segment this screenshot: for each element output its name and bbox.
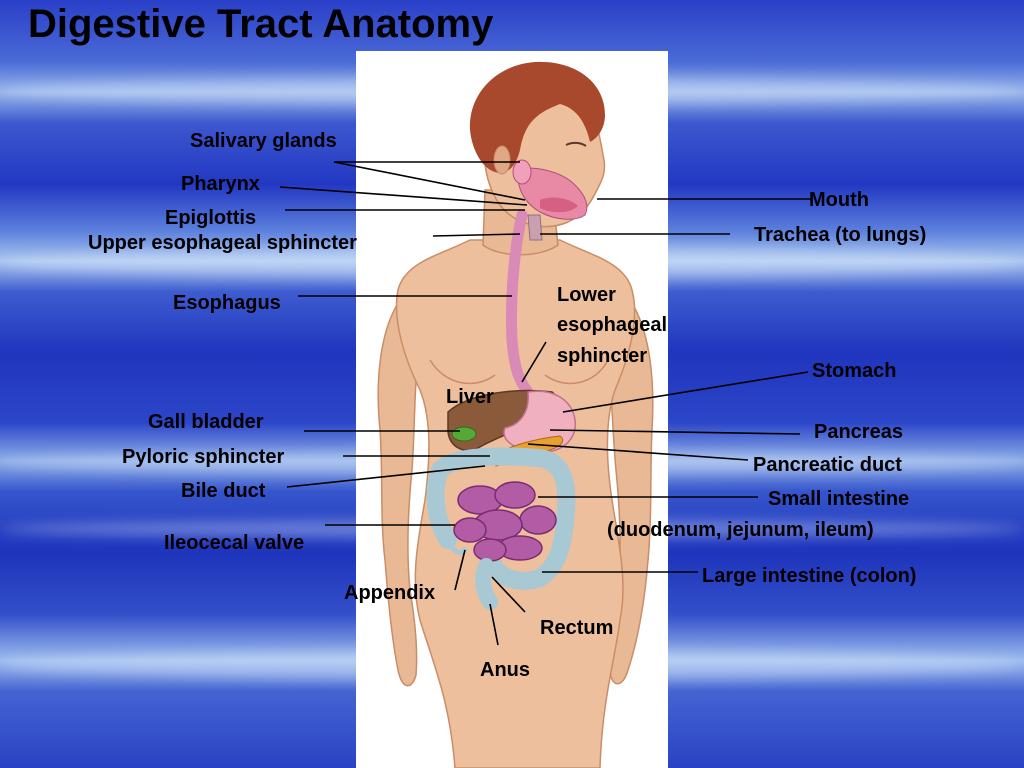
gall-bladder — [451, 426, 477, 442]
leader-line-rectum — [491, 576, 526, 613]
label-mouth: Mouth — [809, 189, 869, 211]
chest-contour — [544, 359, 609, 385]
label-lower-esophageal-sphincter-line2: esophageal — [557, 314, 668, 336]
eye — [565, 141, 587, 147]
label-pancreatic-duct: Pancreatic duct — [753, 454, 902, 476]
leader-line-appendix — [454, 549, 466, 591]
rectum — [475, 558, 498, 610]
label-large-intestine: Large intestine (colon) — [702, 565, 917, 587]
label-small-intestine-line1: Small intestine — [768, 488, 910, 510]
label-rectum: Rectum — [540, 617, 614, 639]
label-esophagus: Esophagus — [173, 292, 281, 314]
leader-line-pancreas — [549, 429, 801, 435]
leader-line-pancreatic-duct — [527, 443, 749, 461]
label-upper-esophageal-sphincter: Upper esophageal sphincter — [88, 232, 357, 254]
ear — [493, 145, 511, 175]
leader-line-stomach — [562, 371, 809, 413]
label-salivary-glands: Salivary glands — [190, 130, 337, 152]
label-trachea: Trachea (to lungs) — [754, 224, 927, 246]
leader-lines — [279, 161, 812, 646]
label-small-intestine-line2: (duodenum, jejunum, ileum) — [607, 519, 874, 541]
esophagus — [505, 209, 534, 398]
label-epiglottis: Epiglottis — [165, 207, 257, 229]
leader-line-salivary-2 — [333, 161, 526, 201]
label-appendix: Appendix — [344, 582, 436, 604]
large-intestine — [426, 447, 576, 590]
digestive-organs — [426, 159, 588, 610]
appendix — [447, 543, 468, 555]
slide-title: Digestive Tract Anatomy — [28, 2, 494, 46]
tongue — [540, 197, 578, 213]
salivary-gland — [512, 159, 532, 185]
trachea — [527, 214, 543, 241]
leader-line-lower-esophageal — [521, 341, 547, 383]
label-pancreas: Pancreas — [814, 421, 903, 443]
label-pyloric-sphincter: Pyloric sphincter — [122, 446, 285, 468]
label-ileocecal-valve: Ileocecal valve — [164, 532, 305, 554]
leader-line-pharynx — [279, 186, 528, 206]
hair — [469, 61, 605, 173]
leader-line-bile-duct — [286, 465, 486, 488]
label-pharynx: Pharynx — [181, 173, 260, 195]
label-bile-duct: Bile duct — [181, 480, 266, 502]
label-liver: Liver — [446, 386, 494, 408]
chest-contour — [429, 359, 496, 385]
label-gall-bladder: Gall bladder — [148, 411, 264, 433]
label-anus: Anus — [480, 659, 530, 681]
leader-line-anus — [489, 603, 499, 646]
label-lower-esophageal-sphincter-line1: Lower — [557, 284, 616, 306]
leader-line-upper-esophageal — [432, 233, 521, 237]
label-lower-esophageal-sphincter-line3: sphincter — [557, 345, 648, 367]
label-stomach: Stomach — [812, 360, 897, 382]
